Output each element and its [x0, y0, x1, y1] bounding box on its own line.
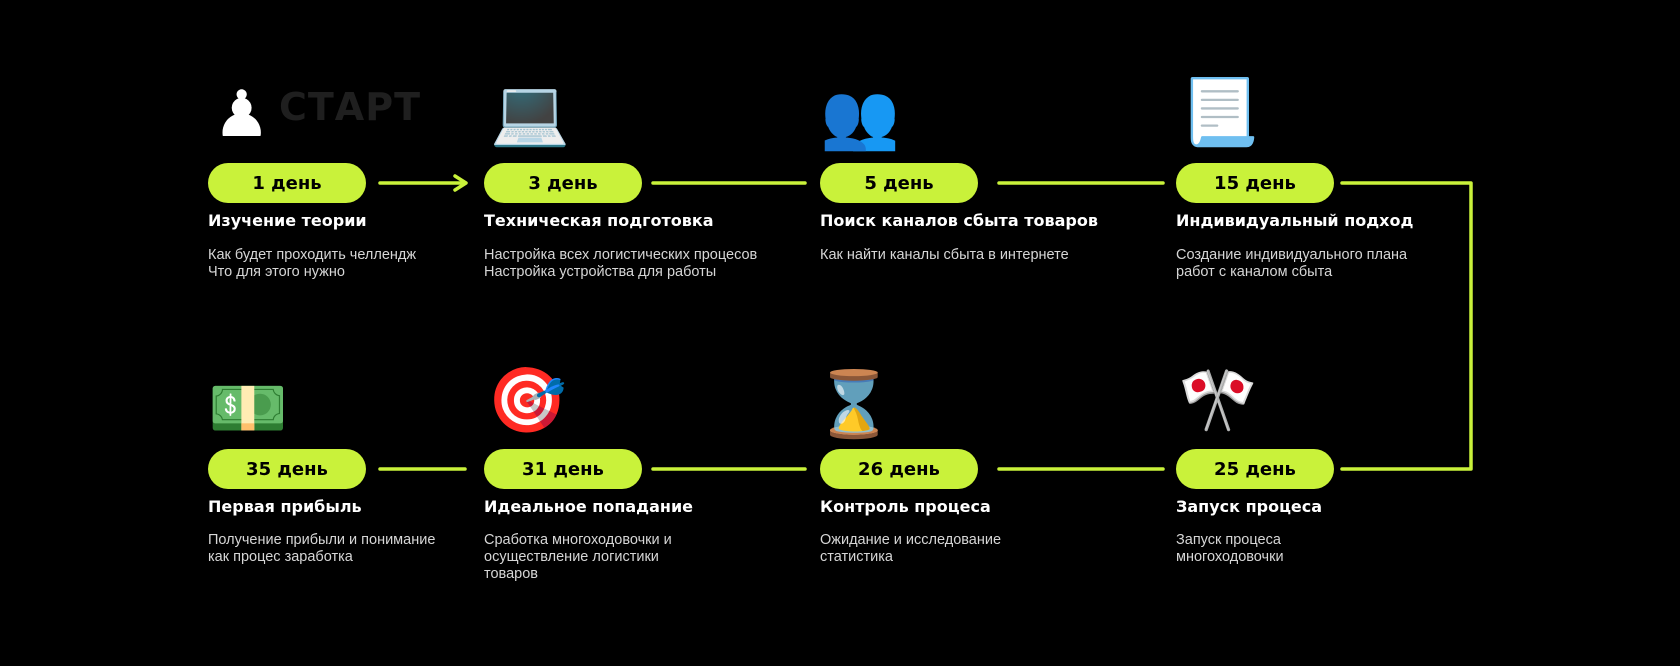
step-desc-line: Как найти каналы сбыта в интернете [820, 247, 1069, 263]
step-title-6: Контроль процеса [820, 497, 991, 516]
people-icon: 👥 [820, 80, 900, 152]
step-desc-line: Получение прибыли и понимание [208, 532, 436, 548]
step-title-7: Идеальное попадание [484, 497, 693, 516]
document-icon: 📃 [1180, 76, 1260, 148]
crossed-flags-icon: 🎌 [1178, 364, 1258, 436]
day-badge-7: 31 день [484, 449, 642, 489]
step-title-2: Техническая подготовка [484, 211, 714, 230]
step-desc-5: Запуск процеса многоходовочки [1176, 532, 1284, 566]
step-desc-line: Сработка многоходовочки и [484, 532, 672, 548]
step-desc-line: Что для этого нужно [208, 264, 345, 280]
step-desc-3: Как найти каналы сбыта в интернете [820, 247, 1069, 264]
step-title-1: Изучение теории [208, 211, 367, 230]
money-icon: 💵 [208, 372, 288, 444]
day-badge-1: 1 день [208, 163, 366, 203]
day-badge-5: 25 день [1176, 449, 1334, 489]
step-desc-6: Ожидание и исследование статистика [820, 532, 1001, 566]
step-title-5: Запуск процеса [1176, 497, 1323, 516]
step-desc-line: многоходовочки [1176, 549, 1284, 565]
step-desc-line: статистика [820, 549, 893, 565]
step-title-3: Поиск каналов сбыта товаров [820, 211, 1098, 230]
step-title-8: Первая прибыль [208, 497, 362, 516]
step-desc-2: Настройка всех логистических процесов На… [484, 247, 757, 281]
day-badge-3: 5 день [820, 163, 978, 203]
step-desc-line: Запуск процеса [1176, 532, 1281, 548]
step-desc-line: товаров [484, 566, 538, 582]
pawn-icon: ♟ [213, 78, 271, 150]
laptop-icon: 💻 [490, 76, 570, 148]
step-desc-line: как процес заработка [208, 549, 353, 565]
day-badge-4: 15 день [1176, 163, 1334, 203]
step-desc-line: Настройка устройства для работы [484, 264, 717, 280]
step-desc-line: Создание индивидуального плана [1176, 247, 1408, 263]
step-desc-8: Получение прибыли и понимание как процес… [208, 532, 435, 566]
step-desc-line: работ с каналом сбыта [1176, 264, 1333, 280]
hourglass-icon: ⌛ [814, 368, 894, 440]
step-desc-line: Настройка всех логистических процесов [484, 247, 758, 263]
step-desc-line: Ожидание и исследование [820, 532, 1002, 548]
step-desc-line: осуществление логистики [484, 549, 659, 565]
step-title-4: Индивидуальный подход [1176, 211, 1414, 230]
step-desc-1: Как будет проходить челлендж Что для это… [208, 247, 416, 281]
day-badge-6: 26 день [820, 449, 978, 489]
step-desc-7: Сработка многоходовочки и осуществление … [484, 532, 672, 583]
step-desc-line: Как будет проходить челлендж [208, 247, 417, 263]
target-icon: 🎯 [487, 364, 567, 436]
step-desc-4: Создание индивидуального плана работ с к… [1176, 247, 1407, 281]
start-label: СТАРТ [279, 85, 421, 129]
day-badge-8: 35 день [208, 449, 366, 489]
day-badge-2: 3 день [484, 163, 642, 203]
